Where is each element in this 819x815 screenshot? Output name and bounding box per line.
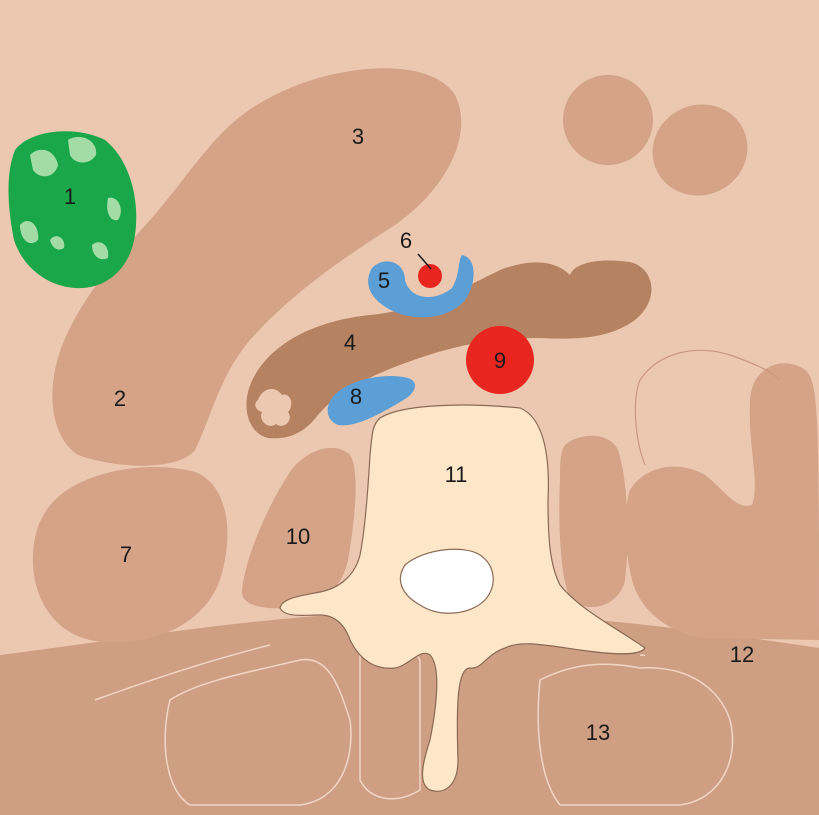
label-1: 1	[64, 184, 76, 209]
label-7: 7	[120, 542, 132, 567]
label-11: 11	[445, 462, 468, 487]
right-paraspinal-muscle	[559, 436, 627, 607]
label-12: 12	[730, 642, 754, 667]
label-8: 8	[350, 384, 362, 409]
label-13: 13	[586, 720, 610, 745]
label-4: 4	[344, 330, 356, 355]
label-2: 2	[114, 386, 126, 411]
label-6: 6	[400, 228, 412, 253]
label-9: 9	[494, 348, 506, 373]
label-10: 10	[286, 524, 310, 549]
label-3: 3	[352, 124, 364, 149]
label-5: 5	[378, 268, 390, 293]
